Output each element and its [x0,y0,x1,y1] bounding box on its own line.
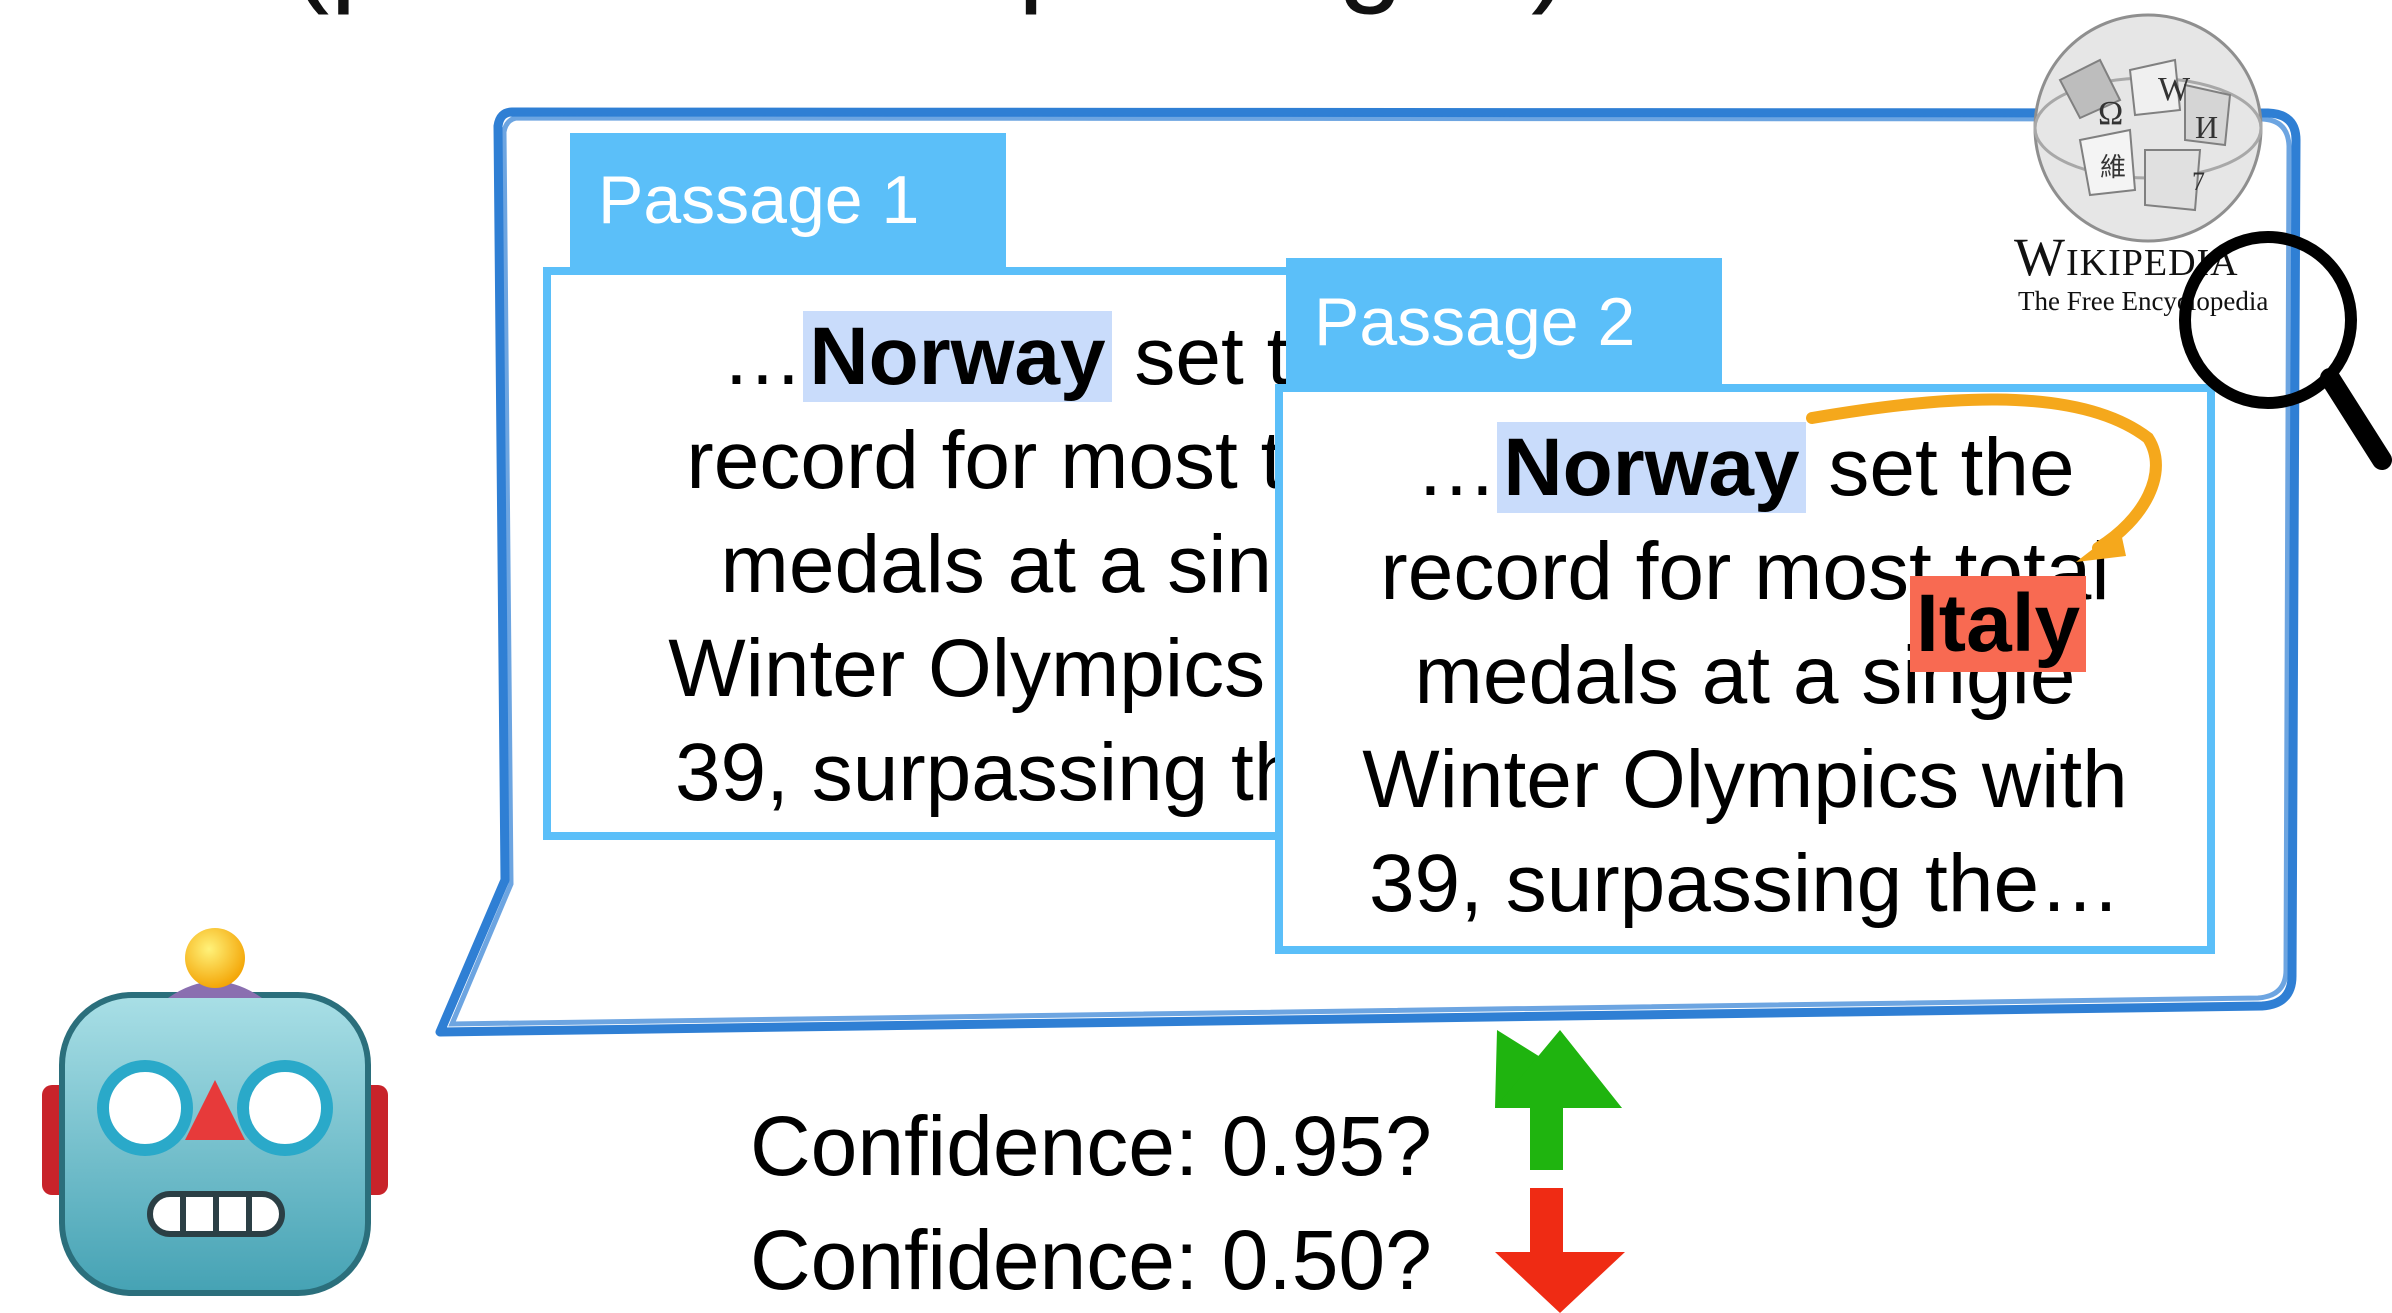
passage2-line1: …Norway set the [1415,422,2075,513]
svg-text:7: 7 [2192,167,2205,196]
svg-text:維: 維 [2100,153,2126,182]
passage1-line3: medals at a single [720,519,1382,610]
passage1-tab-label: Passage 1 [598,162,920,238]
passage1-line2: record for most total [686,415,1383,506]
passage2-line5: 39, surpassing the… [1368,838,2122,929]
passage1-line1: …Norway set the [721,311,1381,402]
passage1-text: …Norway set the record for most total me… [551,305,1383,825]
passage1-entity-highlight: Norway [803,311,1112,402]
passage2-line4: Winter Olympics with [1362,734,2128,825]
passage2-entity-highlight: Norway [1497,422,1806,513]
svg-text:Ω: Ω [2098,95,2123,132]
svg-text:W: W [2158,71,2191,108]
passage1-line5: 39, surpassing the… [674,727,1383,818]
replacement-entity: Italy [1910,576,2087,672]
passage2-tab-label: Passage 2 [1314,284,1636,360]
confidence-high-label: Confidence: 0.95? [750,1099,1432,1193]
passage2-text: …Norway set the record for most total me… [1283,416,2207,936]
wikipedia-tagline: The Free Encyclopedia [2018,286,2269,316]
passage1-tab: Passage 1 [570,133,1006,267]
confidence-low-label: Confidence: 0.50? [750,1213,1432,1307]
svg-text:И: И [2195,109,2218,145]
passage1-box: …Norway set the record for most total me… [543,267,1383,840]
title-fragment: (perturb 60% passages) [290,0,1790,18]
passage2-tab: Passage 2 [1286,258,1722,386]
passage1-line4: Winter Olympics with [668,623,1383,714]
